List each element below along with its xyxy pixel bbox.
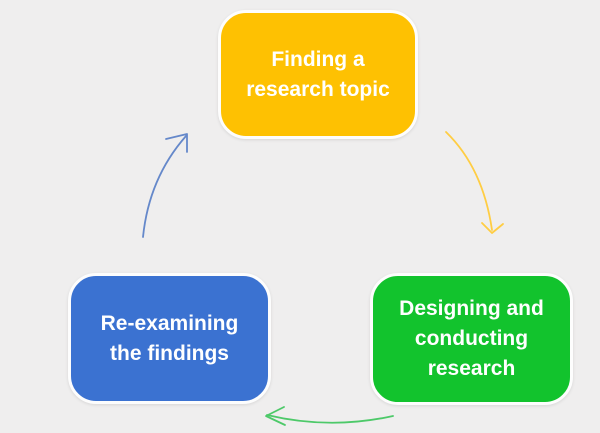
arrow-reexamining-to-finding	[142, 133, 188, 238]
arrow-curve	[142, 135, 187, 238]
node-label: Designing and conducting research	[399, 297, 544, 380]
node-label: Re-examining the findings	[100, 311, 239, 365]
arrowhead-icon	[165, 133, 188, 153]
arrow-designing-to-reexamining	[265, 406, 394, 426]
arrow-curve	[445, 131, 493, 231]
arrowhead-icon	[265, 406, 286, 426]
node-label: Finding a research topic	[246, 47, 390, 101]
node-reexamining-findings: Re-examining the findings	[68, 273, 271, 404]
arrow-finding-to-designing	[445, 131, 504, 234]
arrow-curve	[266, 414, 394, 424]
node-designing-conducting-research: Designing and conducting research	[370, 273, 573, 405]
arrowhead-icon	[481, 222, 504, 234]
node-finding-research-topic: Finding a research topic	[218, 10, 418, 139]
